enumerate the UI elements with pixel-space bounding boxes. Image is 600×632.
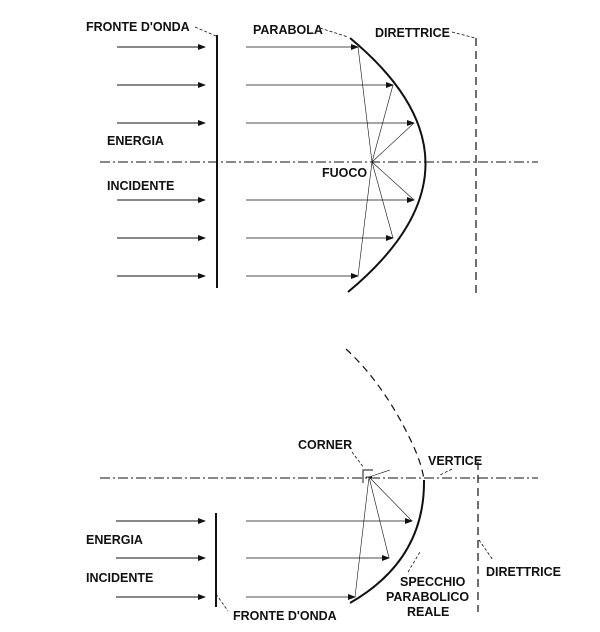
focus-ray — [354, 476, 370, 598]
mirror-label-3: REALE — [407, 605, 449, 619]
incident-label: INCIDENTE — [86, 571, 153, 585]
focus-ray — [357, 46, 373, 163]
incident-arrows — [116, 518, 206, 600]
wavefront-label: FRONTE D'ONDA — [233, 609, 337, 623]
bottom-diagram: CORNER VERTICE ENERGIA INCIDENTE FRONTE … — [86, 348, 561, 623]
focus-ray — [371, 84, 394, 163]
directrix-label: DIRETTRICE — [375, 26, 450, 40]
parallel-rays — [246, 518, 413, 600]
focus-ray — [368, 476, 390, 559]
parabola-label: PARABOLA — [253, 23, 323, 37]
parabola-curve — [347, 37, 427, 293]
directrix-leader — [451, 31, 476, 39]
leader-lines — [215, 451, 494, 612]
focus-ray — [368, 469, 391, 478]
corner-label: CORNER — [298, 438, 352, 452]
corner-marker — [362, 469, 373, 483]
vertex-leader — [439, 468, 453, 476]
wavefront-leader — [215, 593, 229, 612]
vertex-label: VERTICE — [428, 454, 482, 468]
energy-label: ENERGIA — [107, 134, 164, 148]
focus-rays — [354, 469, 413, 598]
focus-ray — [371, 161, 394, 239]
directrix-leader — [478, 539, 494, 561]
leader-lines — [194, 26, 476, 39]
wavefront-label: FRONTE D'ONDA — [86, 20, 190, 34]
mirror-label-2: PARABOLICO — [386, 590, 469, 604]
focus-rays — [357, 46, 415, 277]
directrix-label: DIRETTRICE — [486, 565, 561, 579]
focus-ray — [357, 161, 373, 277]
corner-leader — [351, 451, 365, 469]
real-mirror-curve — [349, 479, 426, 604]
focus-label: FUOCO — [322, 166, 367, 180]
incident-arrows — [117, 44, 206, 279]
parabola-leader — [319, 27, 349, 38]
focus-ray — [371, 122, 415, 163]
focus-ray — [368, 476, 413, 522]
mirror-leader — [407, 551, 421, 573]
parallel-rays — [246, 44, 415, 279]
wavefront-leader — [194, 26, 217, 37]
virtual-parabola-curve — [345, 348, 425, 481]
mirror-label-1: SPECCHIO — [400, 575, 466, 589]
energy-label: ENERGIA — [86, 533, 143, 547]
incident-label: INCIDENTE — [107, 179, 174, 193]
focus-ray — [371, 161, 415, 201]
top-diagram: FRONTE D'ONDA PARABOLA DIRETTRICE ENERGI… — [86, 20, 538, 295]
